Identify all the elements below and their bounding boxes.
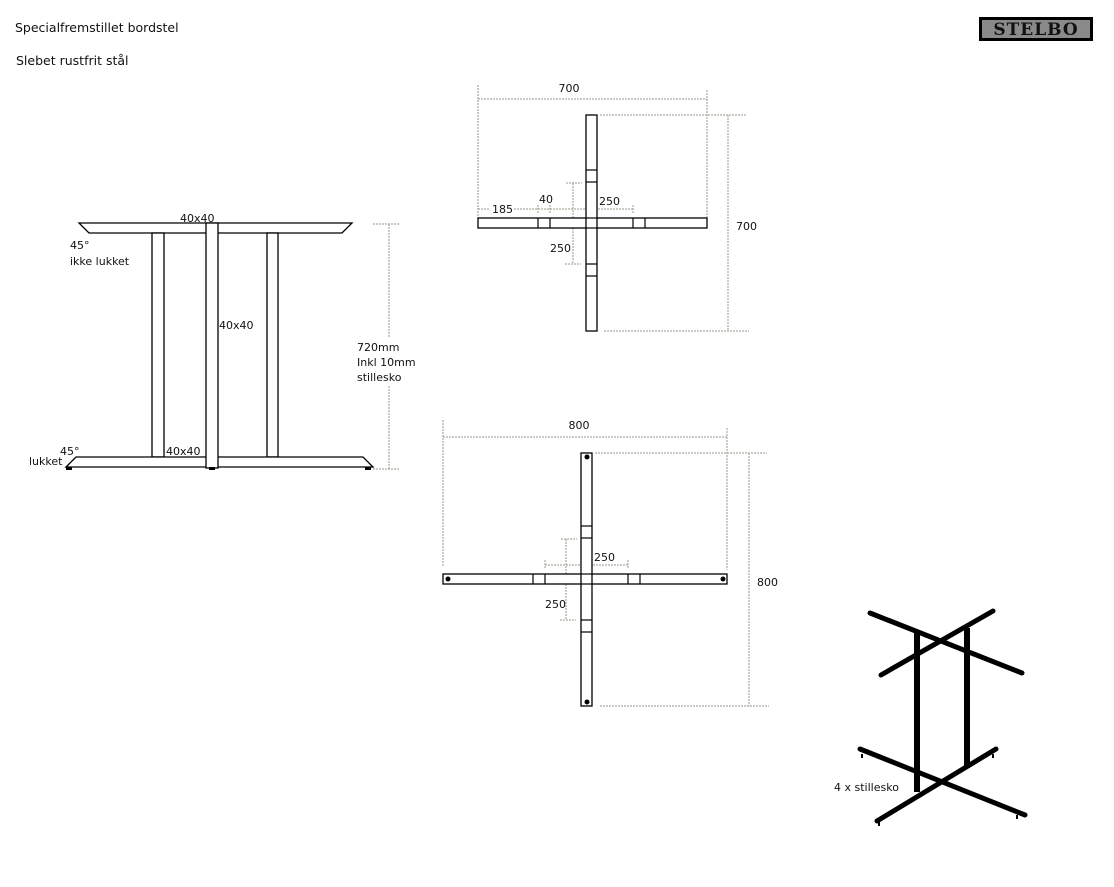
height-note-2: stillesko <box>357 371 402 384</box>
bottom-angle-note: lukket <box>29 455 63 468</box>
right-post <box>266 232 279 458</box>
profile-label: 40 <box>539 193 553 206</box>
foot-pads <box>66 467 371 470</box>
height-label: 720mm <box>357 341 399 354</box>
foot-pads <box>861 754 1018 826</box>
material-label: Slebet rustfrit stål <box>16 53 129 68</box>
mounting-holes <box>445 454 726 705</box>
offset-label: 185 <box>492 203 513 216</box>
svg-text:STELBO: STELBO <box>993 20 1078 40</box>
top-angle-label: 45° <box>70 239 90 252</box>
post-profile-label: 40x40 <box>219 319 254 332</box>
left-post <box>151 232 165 458</box>
height-note: Inkl 10mm <box>357 356 416 369</box>
bottom-profile-label: 40x40 <box>166 445 201 458</box>
spacing-v-label: 250 <box>550 242 571 255</box>
width-label: 700 <box>559 82 580 95</box>
isometric-view: 4 x stillesko <box>834 608 1028 826</box>
bottom-angle-label: 45° <box>60 445 80 458</box>
spacing-h-label: 250 <box>594 551 615 564</box>
stelbo-logo: STELBO <box>979 17 1093 41</box>
vertical-bar <box>585 114 598 332</box>
depth-label: 800 <box>757 576 778 589</box>
feet-note: 4 x stillesko <box>834 781 899 794</box>
drawing-title: Specialfremstillet bordstel <box>15 20 179 35</box>
top-view-700: 700 700 185 40 250 250 <box>477 82 757 332</box>
base-bar <box>64 456 375 468</box>
spacing-v-label: 250 <box>545 598 566 611</box>
width-label: 800 <box>569 419 590 432</box>
spacing-h-label: 250 <box>599 195 620 208</box>
center-post <box>205 222 219 469</box>
top-profile-label: 40x40 <box>180 212 215 225</box>
top-angle-note: ikke lukket <box>70 255 130 268</box>
side-view: 40x40 45° ikke lukket 40x40 40x40 45° lu… <box>29 212 416 470</box>
base-view-800: 800 800 250 250 <box>442 419 778 707</box>
depth-label: 700 <box>736 220 757 233</box>
vertical-bar <box>580 452 593 707</box>
